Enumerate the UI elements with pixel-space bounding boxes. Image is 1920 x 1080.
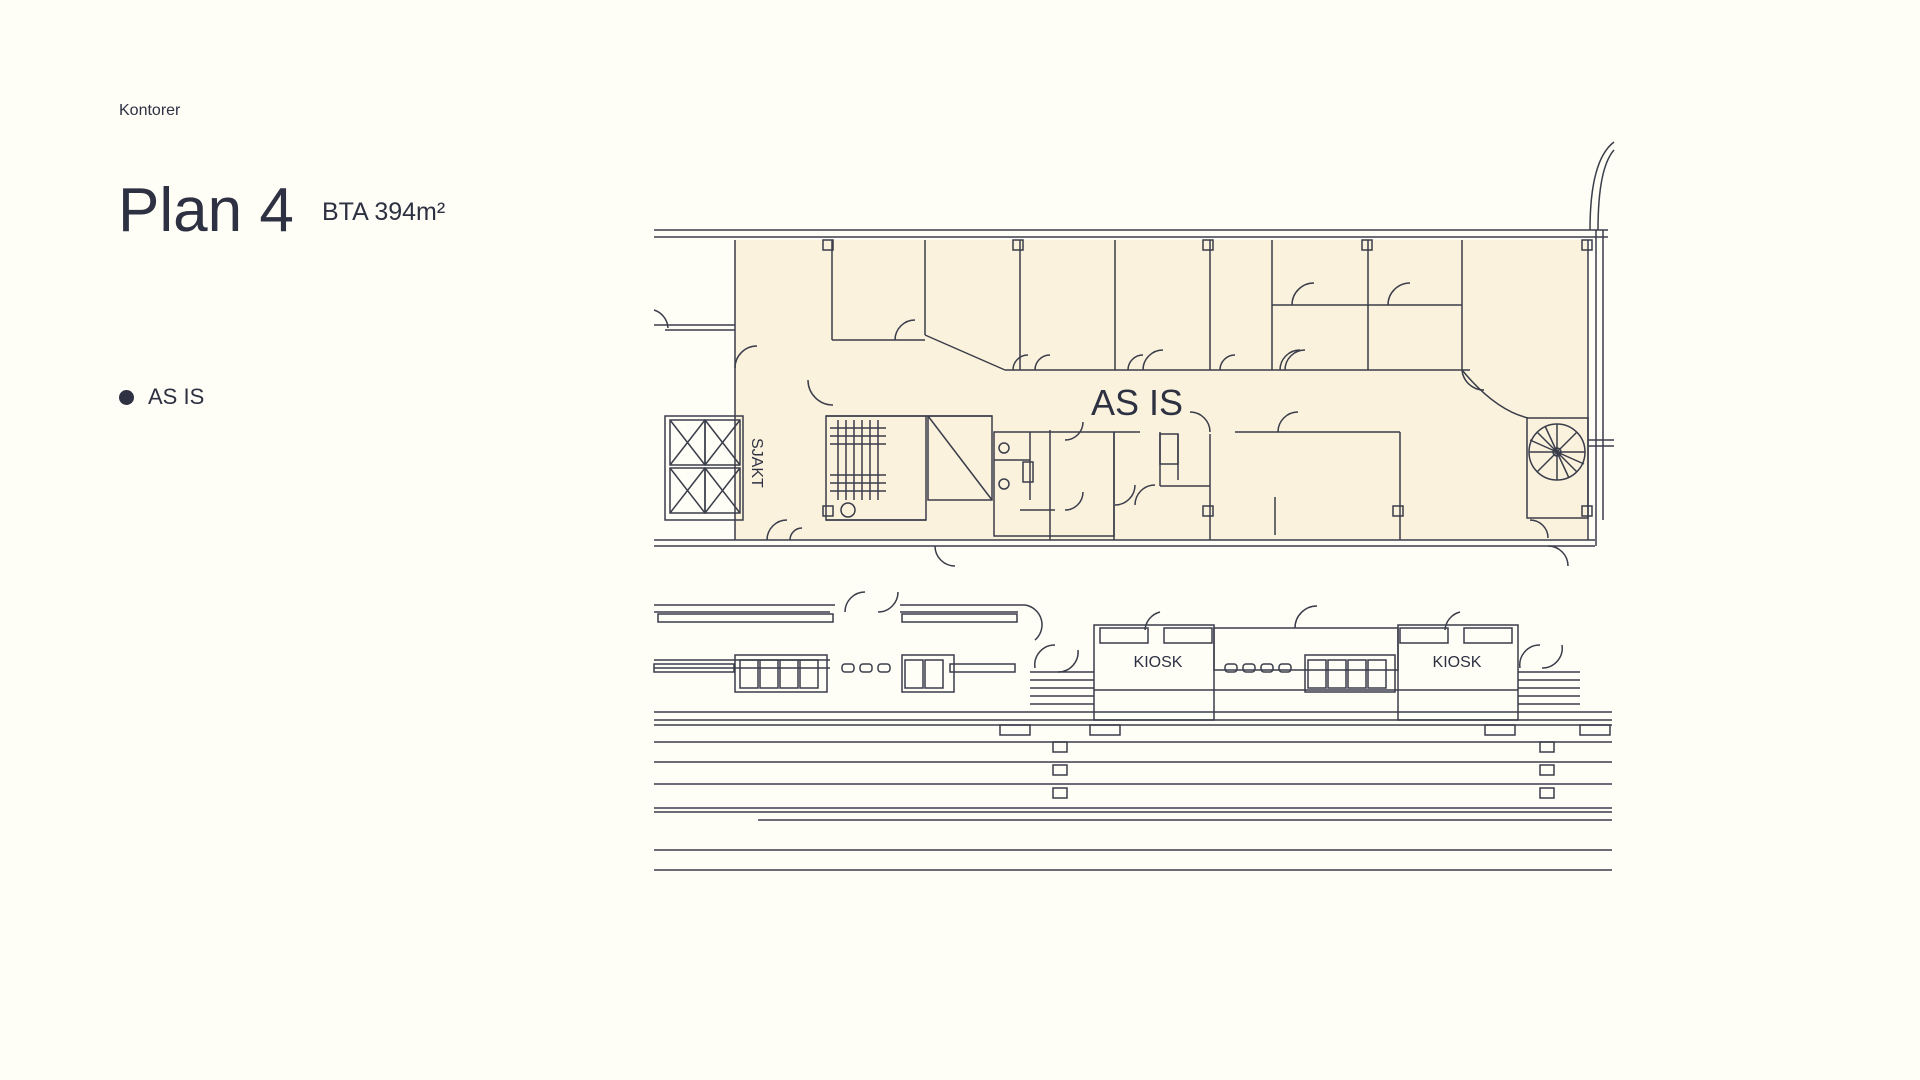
shaft-label: SJAKT: [748, 438, 765, 488]
office-walls: [653, 141, 1615, 567]
station-level: [653, 591, 1612, 871]
legend-label-as-is: AS IS: [148, 384, 205, 409]
legend: AS IS: [119, 384, 204, 410]
zone-label-as-is: AS IS: [1091, 382, 1183, 423]
page-eyebrow: Kontorer: [119, 102, 181, 119]
office-zone-fill: [735, 240, 1588, 540]
legend-dot-icon: [119, 389, 134, 405]
page-title: Plan 4: [118, 176, 294, 245]
kiosk-label-right: KIOSK: [1433, 654, 1482, 671]
kiosk-label-left: KIOSK: [1134, 654, 1183, 671]
area-label: BTA 394m²: [322, 198, 446, 226]
